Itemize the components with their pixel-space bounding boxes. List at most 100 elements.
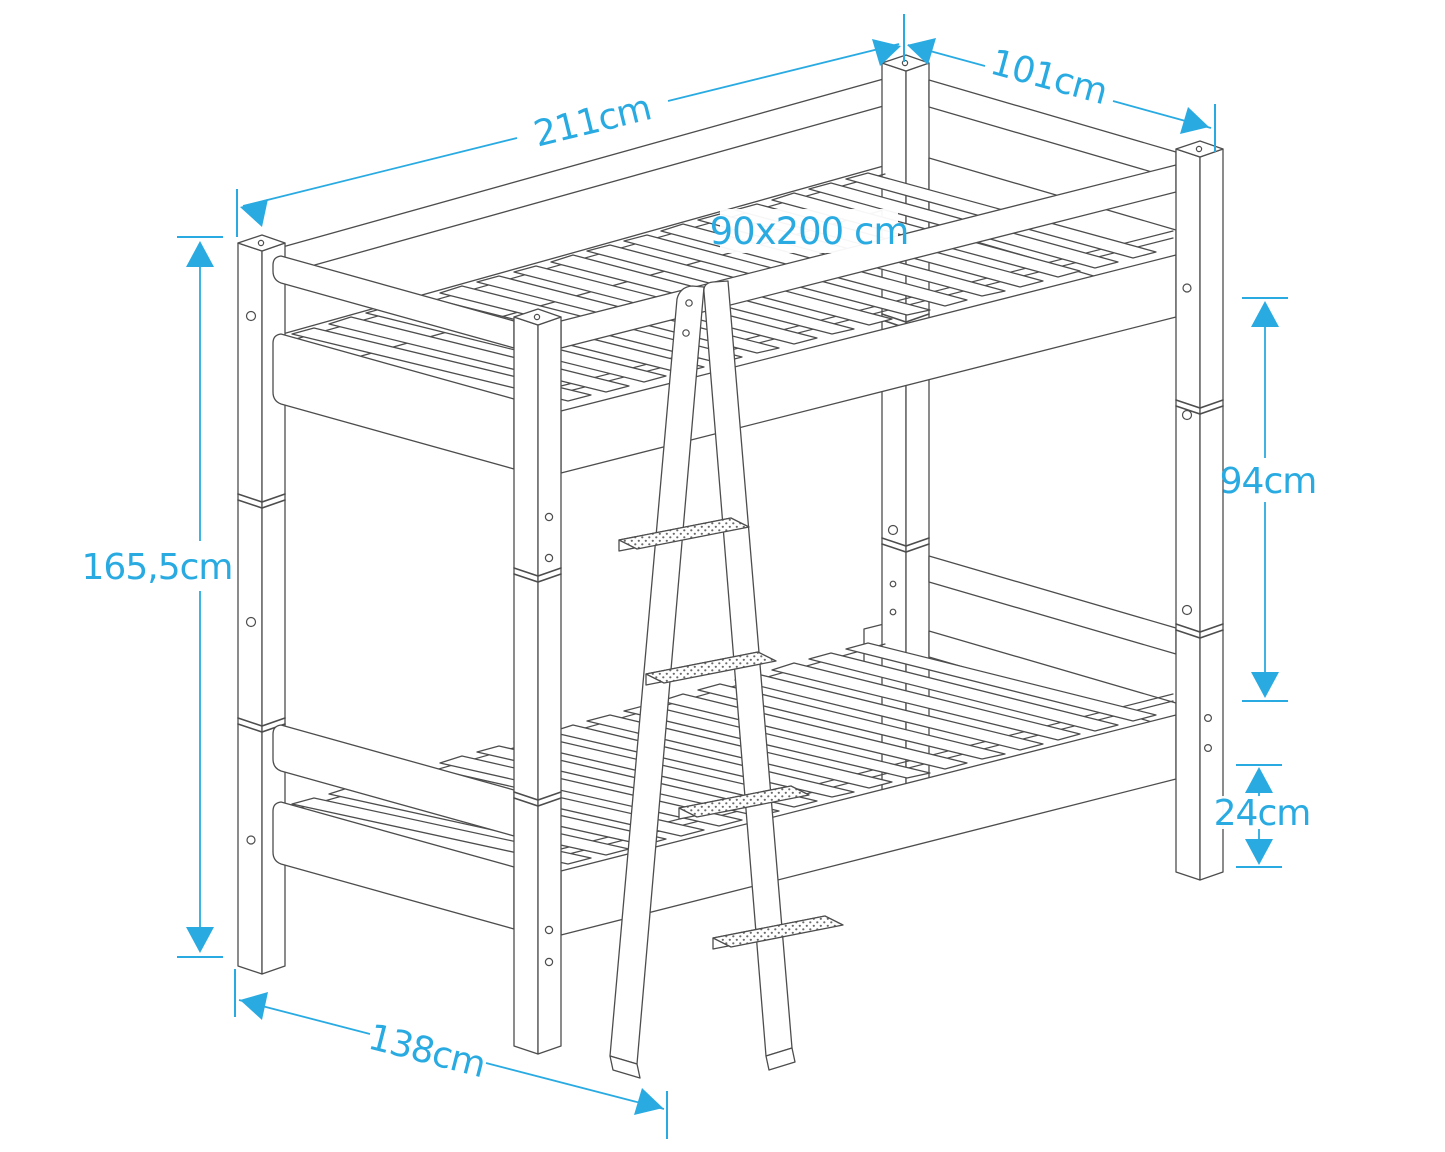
ladder-foot bbox=[609, 1055, 641, 1079]
label-backdrop bbox=[720, 209, 898, 253]
guard-rail bbox=[272, 255, 515, 349]
guard-rail bbox=[272, 724, 515, 837]
ladder-tread bbox=[678, 785, 810, 820]
post-face bbox=[237, 242, 263, 975]
tread-top bbox=[618, 517, 750, 550]
right-post bbox=[1175, 140, 1224, 881]
left-side-rails bbox=[272, 255, 515, 930]
slat bbox=[771, 662, 1081, 741]
dimension-arrow-icon bbox=[240, 992, 268, 1020]
screw-hole bbox=[889, 608, 897, 616]
dimension-arrow-icon bbox=[186, 241, 214, 267]
slat bbox=[808, 652, 1119, 732]
post-joint bbox=[1175, 623, 1224, 633]
dimension-line bbox=[242, 137, 518, 207]
post-joint bbox=[1175, 399, 1224, 409]
dimension-label-length: 211cm bbox=[530, 87, 655, 155]
post-joint bbox=[237, 493, 286, 503]
screw-hole bbox=[257, 239, 265, 247]
dimension-label-depth: 138cm bbox=[364, 1017, 489, 1086]
screw-hole bbox=[1181, 409, 1193, 421]
screw-hole bbox=[685, 299, 693, 307]
dimension-arrow-icon bbox=[1180, 107, 1209, 134]
post-joint bbox=[881, 537, 930, 547]
dimension-clearance: 94cm bbox=[1220, 297, 1317, 702]
screw-hole bbox=[533, 313, 541, 321]
dimension-arrow-icon bbox=[872, 39, 901, 66]
dimension-depth: 138cm bbox=[234, 969, 668, 1139]
left-post bbox=[237, 234, 286, 975]
dimension-height: 165,5cm bbox=[82, 236, 233, 958]
post-joint bbox=[237, 717, 286, 727]
screw-hole bbox=[544, 925, 554, 935]
post-joint bbox=[881, 543, 930, 553]
tread-top bbox=[712, 915, 844, 948]
slat bbox=[845, 642, 1157, 722]
screw-hole bbox=[544, 957, 554, 967]
slat bbox=[623, 704, 931, 779]
screw-hole bbox=[889, 580, 897, 588]
screw-hole bbox=[246, 835, 256, 845]
ladder-tread bbox=[645, 651, 777, 686]
post-joint bbox=[513, 791, 562, 801]
dimension-label-base: 24cm bbox=[1214, 793, 1311, 834]
label-backdrop bbox=[529, 88, 655, 152]
bed-drawing bbox=[237, 54, 1224, 1079]
ladder-stringer-right bbox=[703, 280, 793, 1057]
screw-hole bbox=[1195, 145, 1203, 153]
screw-hole bbox=[245, 616, 257, 628]
label-backdrop bbox=[82, 545, 232, 587]
dimension-line bbox=[485, 1062, 665, 1110]
screw-hole bbox=[1203, 743, 1212, 752]
ladder-tread bbox=[618, 517, 750, 552]
label-backdrop bbox=[1220, 796, 1304, 829]
dimension-arrow-icon bbox=[1245, 767, 1273, 793]
screw-hole bbox=[682, 329, 690, 337]
front-post bbox=[513, 308, 562, 1055]
post-joint bbox=[881, 313, 930, 323]
dimension-arrow-icon bbox=[1251, 672, 1279, 698]
post-face bbox=[1199, 148, 1224, 881]
ladder bbox=[609, 280, 844, 1079]
post-face bbox=[905, 62, 930, 801]
mattress-size-label: 90x200 cm bbox=[710, 209, 909, 253]
post-joint bbox=[1175, 629, 1224, 639]
tread-top bbox=[645, 651, 777, 684]
screw-hole bbox=[1203, 713, 1212, 722]
dimension-label-clearance: 94cm bbox=[1220, 461, 1317, 502]
slat bbox=[697, 683, 1006, 760]
dimension-arrow-icon bbox=[1251, 301, 1279, 327]
dimension-arrow-icon bbox=[634, 1088, 663, 1115]
screw-hole bbox=[1182, 283, 1192, 293]
guard-rail bbox=[928, 555, 1177, 655]
post-joint bbox=[237, 499, 286, 509]
frame-rail bbox=[272, 333, 515, 470]
post-joint bbox=[513, 797, 562, 807]
screw-hole bbox=[887, 524, 899, 536]
dimension-arrow-icon bbox=[186, 927, 214, 953]
post-joint bbox=[513, 573, 562, 583]
screw-hole bbox=[245, 310, 257, 322]
tread-top bbox=[678, 785, 810, 818]
dimension-label-height: 165,5cm bbox=[82, 547, 233, 588]
ladder-tread bbox=[712, 915, 844, 950]
dimension-arrow-icon bbox=[1245, 839, 1273, 865]
dimension-arrow-icon bbox=[240, 199, 268, 227]
label-backdrop bbox=[1224, 460, 1312, 500]
ladder-foot bbox=[765, 1047, 796, 1071]
post-face bbox=[537, 316, 562, 1055]
frame-rail bbox=[272, 801, 515, 930]
post-face bbox=[513, 316, 539, 1055]
label-backdrop bbox=[366, 1018, 488, 1082]
label-backdrop bbox=[988, 43, 1110, 109]
screw-hole bbox=[544, 553, 554, 563]
dimension-label-mattress: 90x200 cm bbox=[710, 210, 909, 253]
screw-hole bbox=[544, 512, 554, 522]
post-face bbox=[1175, 148, 1201, 881]
post-joint bbox=[513, 567, 562, 577]
dimension-base-height: 24cm bbox=[1214, 764, 1311, 868]
screw-hole bbox=[1181, 604, 1193, 616]
dimension-arrow-icon bbox=[907, 38, 936, 65]
